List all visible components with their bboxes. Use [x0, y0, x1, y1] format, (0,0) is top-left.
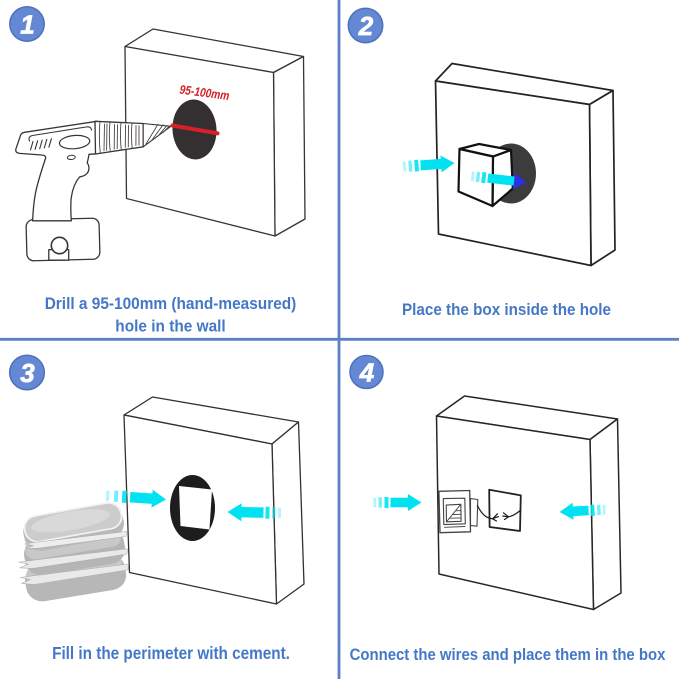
svg-text:2: 2	[358, 11, 374, 41]
svg-text:3: 3	[20, 358, 35, 388]
svg-text:Drill a 95-100mm (hand-measure: Drill a 95-100mm (hand-measured)	[45, 294, 297, 313]
svg-text:hole in the wall: hole in the wall	[115, 317, 225, 336]
svg-text:95-100mm: 95-100mm	[179, 84, 230, 104]
svg-text:4: 4	[359, 357, 375, 387]
svg-text:Connect the wires and place th: Connect the wires and place them in the …	[350, 646, 666, 664]
svg-text:Place the box inside the hole: Place the box inside the hole	[402, 300, 611, 319]
svg-text:1: 1	[20, 9, 34, 39]
svg-text:Fill in the perimeter with cem: Fill in the perimeter with cement.	[52, 643, 290, 663]
